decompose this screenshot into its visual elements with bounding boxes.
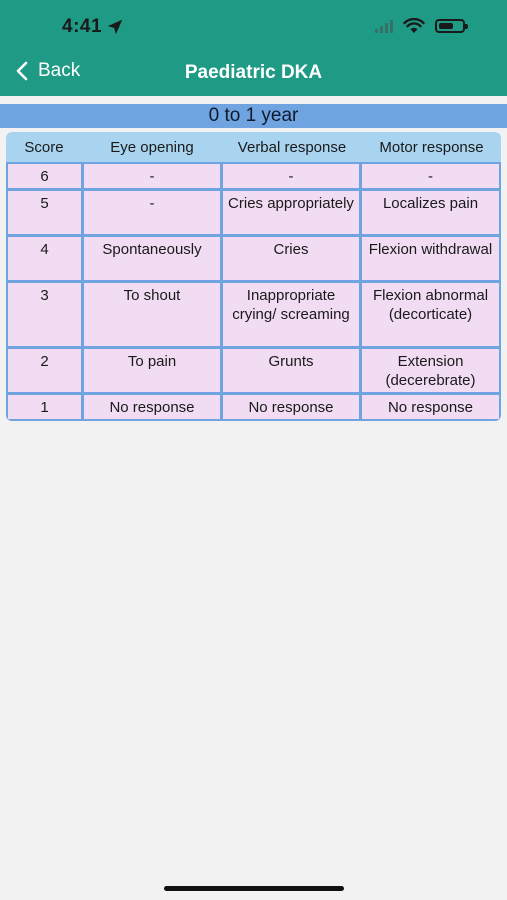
score-cell: 3	[8, 283, 81, 346]
table-row: 6 - - -	[8, 164, 499, 188]
score-table: 6 - - - 5 - Cries appropriately Localize…	[6, 162, 501, 421]
status-time-text: 4:41	[62, 16, 103, 37]
status-time: 4:41	[62, 16, 124, 38]
eye-cell: No response	[84, 395, 220, 419]
status-icons	[375, 18, 468, 34]
navigation-header: 4:41 Back	[0, 0, 507, 96]
column-header-verbal-response: Verbal response	[237, 138, 347, 156]
verbal-cell: -	[223, 164, 359, 188]
eye-cell: Spontaneously	[84, 237, 220, 280]
column-header-eye-opening: Eye opening	[110, 138, 194, 156]
battery-icon	[435, 19, 468, 33]
location-arrow-icon	[107, 19, 123, 35]
table-header: Score Eye opening Verbal response Motor …	[6, 132, 501, 162]
column-header-score: Score	[24, 138, 64, 156]
back-label: Back	[38, 60, 81, 81]
eye-cell: -	[84, 164, 220, 188]
motor-cell: Extension (decerebrate)	[362, 349, 499, 392]
motor-cell: -	[362, 164, 499, 188]
home-indicator[interactable]	[164, 886, 344, 891]
score-cell: 5	[8, 191, 81, 234]
eye-cell: -	[84, 191, 220, 234]
motor-cell: No response	[362, 395, 499, 419]
score-cell: 6	[8, 164, 81, 188]
chevron-left-icon	[16, 61, 28, 81]
cellular-signal-icon	[375, 19, 393, 33]
motor-cell: Localizes pain	[362, 191, 499, 234]
table-row: 2 To pain Grunts Extension (decerebrate)	[8, 349, 499, 392]
section-title: 0 to 1 year	[0, 104, 507, 128]
wifi-icon	[403, 18, 425, 33]
table-row: 4 Spontaneously Cries Flexion withdrawal	[8, 237, 499, 280]
motor-cell: Flexion withdrawal	[362, 237, 499, 280]
verbal-cell: Cries appropriately	[223, 191, 359, 234]
score-cell: 2	[8, 349, 81, 392]
page-title: Paediatric DKA	[184, 62, 323, 83]
column-header-motor-response: Motor response	[379, 138, 484, 156]
table-row: 1 No response No response No response	[8, 395, 499, 419]
table-row: 3 To shout Inappropriate crying/ screami…	[8, 283, 499, 346]
motor-cell: Flexion abnormal (decorticate)	[362, 283, 499, 346]
score-cell: 1	[8, 395, 81, 419]
verbal-cell: Grunts	[223, 349, 359, 392]
score-cell: 4	[8, 237, 81, 280]
eye-cell: To pain	[84, 349, 220, 392]
back-button[interactable]: Back	[14, 60, 80, 82]
eye-cell: To shout	[84, 283, 220, 346]
verbal-cell: Inappropriate crying/ screaming	[223, 283, 359, 346]
table-row: 5 - Cries appropriately Localizes pain	[8, 191, 499, 234]
verbal-cell: No response	[223, 395, 359, 419]
verbal-cell: Cries	[223, 237, 359, 280]
